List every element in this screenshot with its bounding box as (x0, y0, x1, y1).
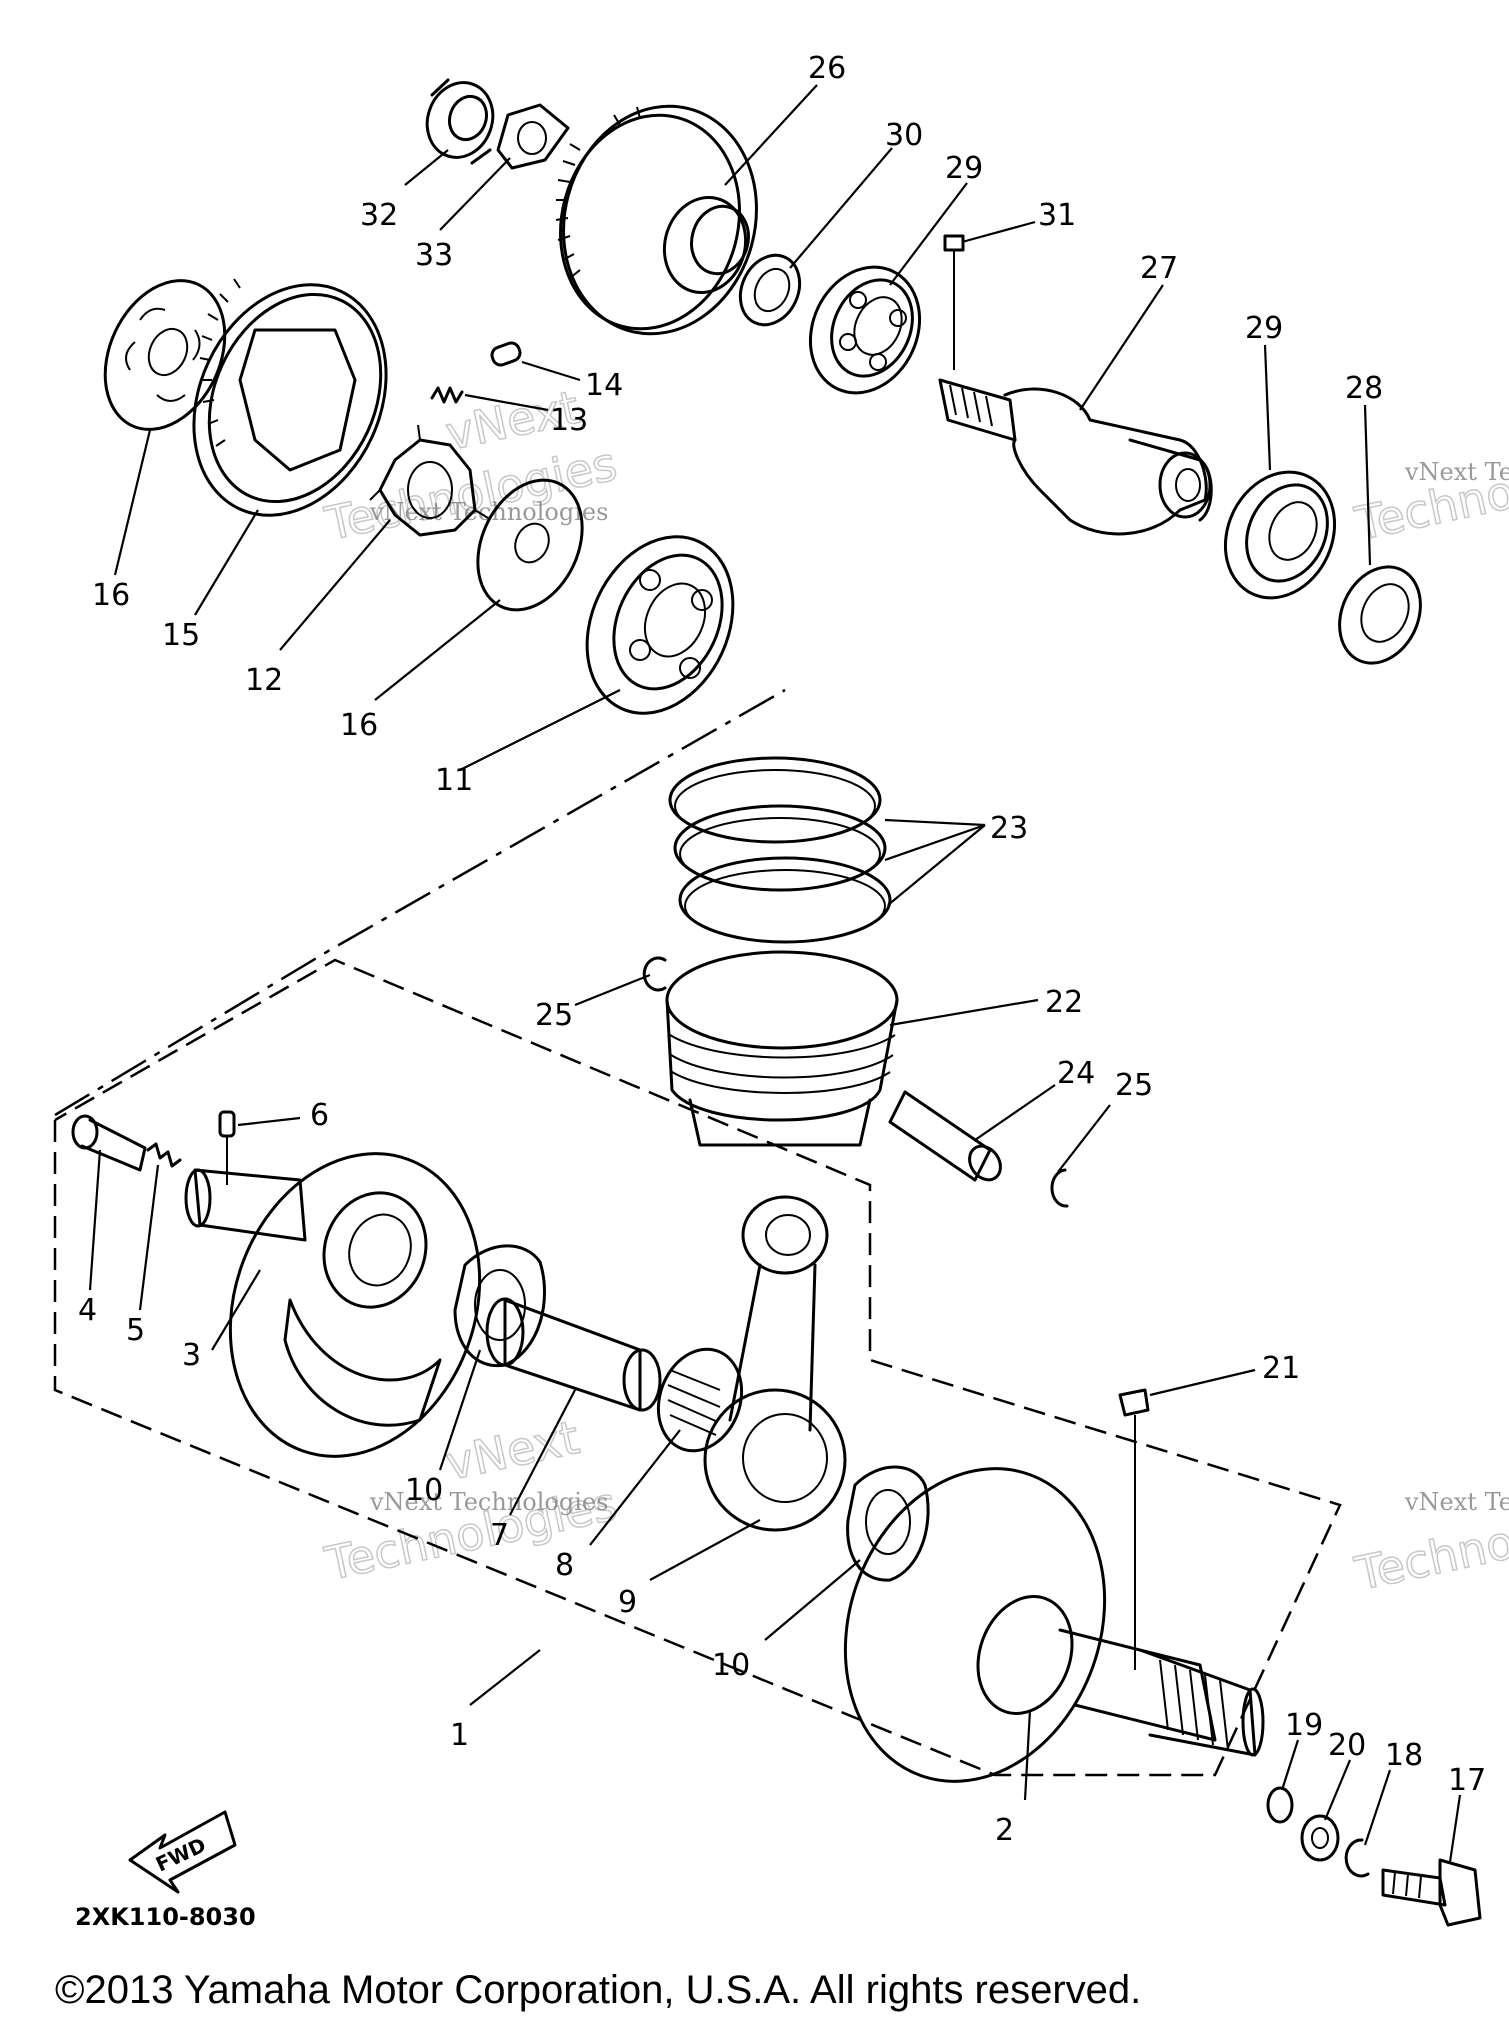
part-5-spring (146, 1142, 182, 1168)
part-28-oil-seal (1338, 565, 1422, 665)
part-14-pin (490, 341, 522, 367)
part-2-right-crank (843, 1467, 1265, 1783)
part-label: 21 (1262, 1351, 1300, 1386)
part-29-bearing (1223, 470, 1337, 600)
part-label: 24 (1057, 1056, 1095, 1091)
part-label: 16 (92, 578, 130, 613)
part-16-plate (476, 478, 584, 612)
part-27-balancer-shaft (938, 378, 1213, 536)
part-12-holder (369, 424, 489, 537)
part-9-connecting-rod (703, 1195, 847, 1532)
part-label: 11 (435, 763, 473, 798)
part-19-o-ring (1266, 1786, 1294, 1824)
part-label: 29 (945, 151, 983, 186)
part-31-key (943, 234, 965, 252)
part-label: 16 (340, 708, 378, 743)
part-label: 31 (1038, 198, 1076, 233)
part-label: 26 (808, 51, 846, 86)
part-26-drive-gear (555, 104, 758, 336)
part-20-washer-hole (1311, 1827, 1329, 1849)
copyright-text: ©2013 Yamaha Motor Corporation, U.S.A. A… (55, 1968, 1142, 2012)
part-23-piston-rings (668, 756, 892, 944)
part-label: 14 (585, 368, 623, 403)
part-label: 17 (1448, 1763, 1486, 1798)
part-label: 3 (182, 1338, 201, 1373)
part-7-crank-pin (485, 1297, 662, 1412)
part-label: 12 (245, 663, 283, 698)
part-25-circlip (642, 956, 667, 992)
part-label: 13 (550, 403, 588, 438)
part-label: 25 (1115, 1068, 1153, 1103)
part-29-bearing (808, 265, 922, 395)
part-25-circlip (1050, 1168, 1069, 1208)
watermark-text: vNext Technologies (1404, 458, 1509, 486)
part-label: 28 (1345, 371, 1383, 406)
part-label: 22 (1045, 985, 1083, 1020)
part-3-left-crank (184, 1152, 482, 1458)
part-33-lock-washer (496, 103, 570, 170)
watermark-text: vNext Technologies (369, 1488, 608, 1516)
part-label: 9 (618, 1585, 637, 1620)
part-label: 1 (450, 1718, 469, 1753)
crank-assembly-outline (53, 958, 1342, 1777)
part-label: 2 (995, 1813, 1014, 1848)
part-label: 27 (1140, 251, 1178, 286)
part-label: 33 (415, 238, 453, 273)
part-label: 5 (126, 1313, 145, 1348)
watermark-brand: vNext (441, 1410, 584, 1491)
watermark-group: vNext Technologies vNext Technologies vN… (319, 379, 1509, 1601)
part-22-piston (665, 950, 899, 1147)
part-21-key (1118, 1388, 1150, 1417)
part-6-pin (218, 1110, 236, 1138)
part-24-piston-pin (888, 1090, 1002, 1182)
part-label: 19 (1285, 1708, 1323, 1743)
part-label: 23 (990, 811, 1028, 846)
part-label: 8 (555, 1548, 574, 1583)
part-label: 4 (78, 1293, 97, 1328)
part-label: 32 (360, 198, 398, 233)
part-label: 10 (712, 1648, 750, 1683)
part-10-washer (453, 1244, 547, 1368)
part-label: 18 (1385, 1738, 1423, 1773)
part-label: 29 (1245, 311, 1283, 346)
part-4-bolt (71, 1114, 147, 1172)
part-11-bearing (585, 535, 735, 715)
part-15-balancer-drive-gear (192, 278, 388, 517)
balancer-group-outline (54, 688, 786, 1117)
part-20-washer (1300, 1814, 1340, 1862)
part-17-bolt (1381, 1858, 1482, 1927)
watermark-company: Technologies (1350, 437, 1509, 551)
part-8-needle-bearing (656, 1347, 744, 1453)
part-label: 10 (405, 1473, 443, 1508)
part-label: 7 (490, 1518, 509, 1553)
part-label: 30 (885, 118, 923, 153)
part-16-plate (103, 279, 227, 431)
leader-lines (88, 84, 1462, 1863)
fwd-arrow-icon: FWD (128, 1810, 237, 1894)
part-30-oil-seal (738, 253, 802, 327)
diagram-code: 2XK110-8030 (75, 1903, 256, 1931)
part-18-circlip (1344, 1838, 1370, 1878)
part-number-labels: 26 30 29 31 27 29 28 32 33 14 13 16 15 1… (78, 51, 1486, 1848)
part-label: 15 (162, 618, 200, 653)
part-13-spring (430, 386, 464, 404)
part-32-nut (425, 78, 495, 165)
watermark-text: vNext Technologies (1404, 1488, 1509, 1516)
part-label: 6 (310, 1098, 329, 1133)
part-label: 20 (1328, 1728, 1366, 1763)
part-label: 25 (535, 998, 573, 1033)
part-10-washer (846, 1465, 930, 1582)
